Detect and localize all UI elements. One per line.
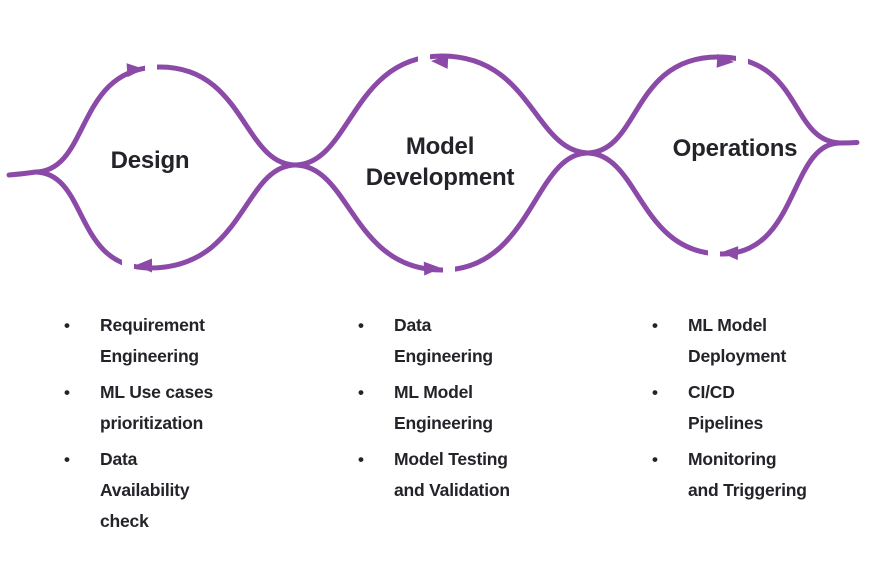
list-item-line: and Validation [394, 480, 510, 500]
list-item-line: Engineering [394, 346, 493, 366]
list-item-line: CI/CD [688, 382, 735, 402]
list-item-text: ML Model Deployment [688, 310, 878, 372]
list-item-line: Data [100, 449, 138, 469]
list-item: • CI/CD Pipelines [646, 377, 878, 439]
phase-title-line: Development [365, 164, 515, 191]
list-item: • Model Testing and Validation [352, 444, 602, 506]
phase-title-design: Design [55, 145, 245, 176]
list-item-line: Pipelines [688, 413, 764, 433]
flow-arrowheads [126, 53, 739, 276]
list-item-line: Availability [100, 480, 190, 500]
phase-list-model-development: • Data Engineering • ML Model Engineerin… [352, 310, 602, 511]
list-item-line: Model Testing [394, 449, 508, 469]
bullet-icon: • [358, 316, 364, 335]
bullet-icon: • [652, 450, 658, 469]
list-item-line: Engineering [100, 346, 199, 366]
list-item-text: Requirement Engineering [100, 310, 308, 372]
list-item: • ML Model Deployment [646, 310, 878, 372]
list-item: • Requirement Engineering [58, 310, 308, 372]
list-item-line: Requirement [100, 315, 205, 335]
arrow-design-bottom-icon [135, 258, 152, 273]
bullet-icon: • [64, 316, 70, 335]
bullet-icon: • [64, 450, 70, 469]
stroke-gaps [122, 54, 748, 274]
phase-title-operations: Operations [640, 133, 830, 164]
list-item: • Monitoring and Triggering [646, 444, 878, 506]
list-item: • Data Engineering [352, 310, 602, 372]
list-item-text: ML Model Engineering [394, 377, 602, 439]
list-item-text: ML Use cases prioritization [100, 377, 308, 439]
bullet-icon: • [64, 383, 70, 402]
list-item: • ML Model Engineering [352, 377, 602, 439]
bullet-icon: • [652, 383, 658, 402]
arrow-design-top-icon [126, 63, 144, 78]
list-item-line: Monitoring [688, 449, 777, 469]
list-item-line: prioritization [100, 413, 204, 433]
list-item-text: Data Availability check [100, 444, 308, 537]
list-item-text: Model Testing and Validation [394, 444, 602, 506]
list-item-line: Data [394, 315, 432, 335]
list-item: • Data Availability check [58, 444, 308, 537]
phase-title-model-development: Model Development [347, 131, 533, 193]
list-item: • ML Use cases prioritization [58, 377, 308, 439]
list-item-text: Data Engineering [394, 310, 602, 372]
list-item-line: ML Use cases [100, 382, 214, 402]
list-item-text: Monitoring and Triggering [688, 444, 878, 506]
phase-list-operations: • ML Model Deployment • CI/CD Pipelines … [646, 310, 878, 511]
arrow-operations-top-icon [716, 53, 734, 68]
list-item-line: ML Model [394, 382, 473, 402]
loop-operations [585, 54, 843, 257]
chain-tail-left [6, 169, 39, 178]
list-item-text: CI/CD Pipelines [688, 377, 878, 439]
phase-title-line: Operations [672, 135, 798, 162]
chain-tail-right [837, 140, 860, 146]
list-item-line: check [100, 511, 149, 531]
bullet-icon: • [358, 450, 364, 469]
list-item-line: ML Model [688, 315, 767, 335]
arrow-modeldev-top-icon [431, 54, 449, 69]
phase-title-line: Design [110, 147, 190, 174]
bullet-icon: • [652, 316, 658, 335]
bullet-icon: • [358, 383, 364, 402]
arrow-modeldev-bottom-icon [423, 261, 441, 276]
phase-title-line: Model [405, 133, 475, 160]
list-item-line: and Triggering [688, 480, 807, 500]
arrow-operations-bottom-icon [721, 246, 739, 261]
phase-list-design: • Requirement Engineering • ML Use cases… [58, 310, 308, 542]
list-item-line: Engineering [394, 413, 493, 433]
list-item-line: Deployment [688, 346, 787, 366]
